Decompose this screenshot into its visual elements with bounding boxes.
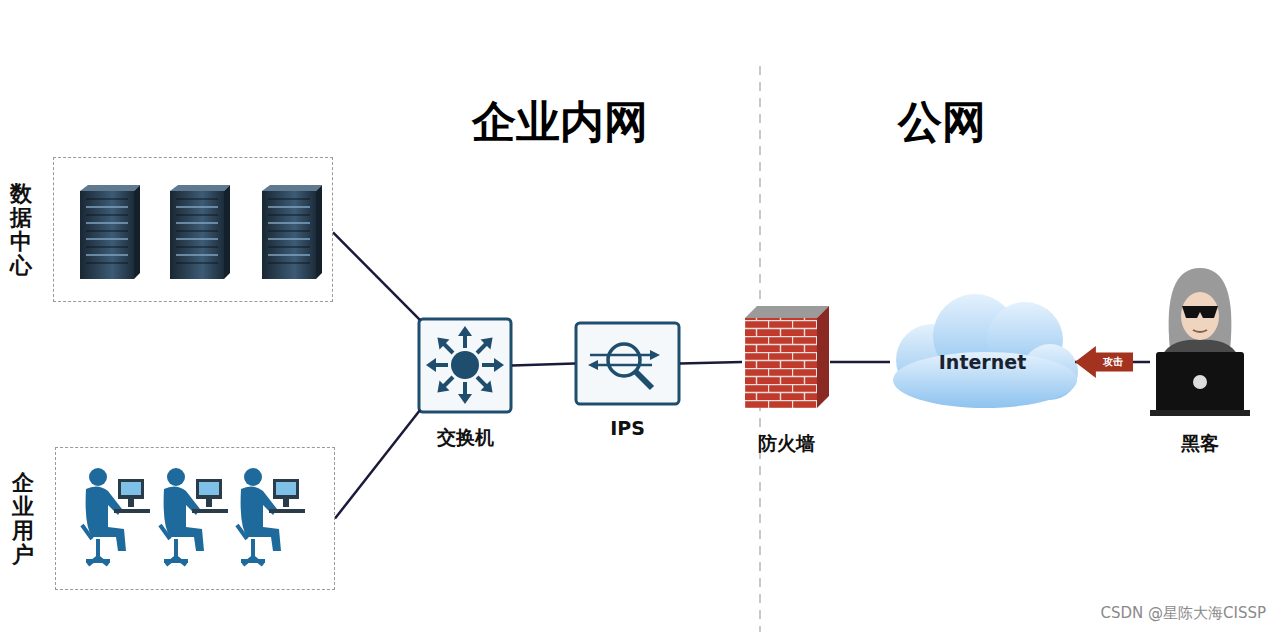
switch-node: 交换机 [418, 318, 512, 413]
zone-box: 数据中心 [53, 157, 333, 302]
link-line [830, 361, 890, 364]
node-label: IPS [610, 417, 645, 439]
firewall-node: 防火墙 [742, 305, 830, 419]
cloud-node: Internet [890, 308, 1075, 416]
attack-arrow: 攻击 [1075, 346, 1133, 378]
node-label: 交换机 [437, 425, 494, 451]
zone-box: 企业用户 [55, 447, 335, 590]
node-label: 防火墙 [758, 431, 815, 457]
node-label: 数据中心 [10, 181, 32, 278]
zone-title: 公网 [898, 93, 986, 152]
node-label: Internet [939, 351, 1026, 373]
hacker-node: 黑客 [1150, 305, 1250, 419]
link-line [680, 362, 742, 364]
node-label: 企业用户 [12, 470, 34, 567]
watermark: CSDN @星陈大海CISSP [1100, 604, 1266, 623]
link-line [335, 410, 420, 518]
link-line [512, 364, 575, 366]
ips-node: IPS [575, 322, 680, 405]
link-line [333, 232, 420, 320]
node-label: 黑客 [1181, 431, 1219, 457]
zone-title: 企业内网 [472, 93, 648, 152]
